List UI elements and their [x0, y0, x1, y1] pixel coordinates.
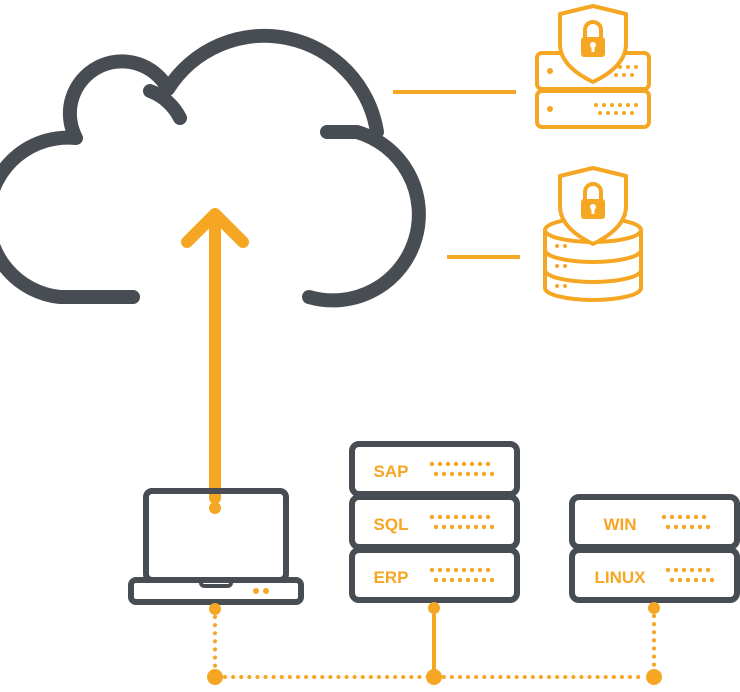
- bus-node-right: [646, 669, 662, 685]
- server-label-linux: LINUX: [595, 568, 647, 587]
- server-led-dots: [594, 65, 638, 115]
- laptop-icon: [128, 488, 304, 605]
- server-unit-erp: ERP: [349, 547, 520, 603]
- network-bus: [207, 602, 662, 685]
- server-unit-linux: LINUX: [569, 547, 740, 603]
- shield-lock-server-icon: [535, 4, 651, 129]
- bus-node-center: [426, 669, 442, 685]
- server-label-sql: SQL: [374, 515, 409, 534]
- server-led-dots: [665, 567, 715, 583]
- server-stack-a: SAP SQL ERP: [349, 441, 520, 603]
- shield-lock-database-icon: [543, 166, 643, 302]
- server-stack-b: WIN LINUX: [569, 494, 740, 603]
- server-unit-win: WIN: [569, 494, 740, 550]
- server-unit-sap: SAP: [349, 441, 520, 497]
- server-led-dots: [661, 514, 711, 530]
- database-led-dots: [555, 244, 567, 288]
- network-node-laptop: [209, 603, 221, 615]
- upload-arrow-icon: [181, 208, 249, 504]
- server-led-dots: [429, 514, 495, 530]
- cloud-icon: [0, 28, 426, 308]
- server-label-erp: ERP: [374, 568, 409, 587]
- server-label-win: WIN: [603, 515, 636, 534]
- server-label-sap: SAP: [374, 462, 409, 481]
- server-unit-sql: SQL: [349, 494, 520, 550]
- server-led-dots: [429, 461, 495, 477]
- network-node-stack-a: [428, 602, 440, 614]
- server-led-dots: [429, 567, 495, 583]
- network-node-stack-b: [648, 602, 660, 614]
- bus-node-left: [207, 669, 223, 685]
